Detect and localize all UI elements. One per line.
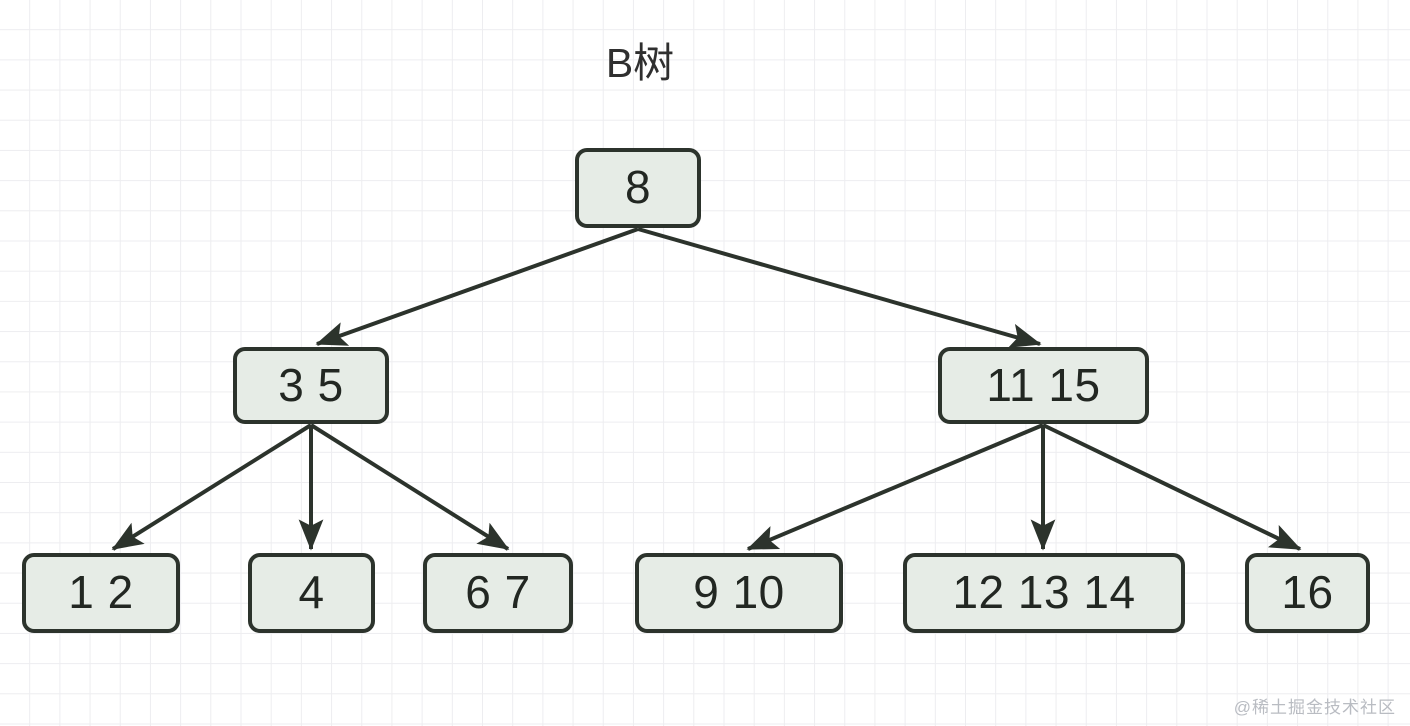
tree-node-leaf[interactable]: 1 2 (22, 553, 180, 633)
tree-node-internal[interactable]: 11 15 (938, 347, 1149, 424)
tree-node-keys: 4 (298, 566, 325, 618)
tree-node-keys: 12 13 14 (952, 566, 1136, 618)
tree-node-leaf[interactable]: 12 13 14 (903, 553, 1185, 633)
tree-node-leaf[interactable]: 9 10 (635, 553, 843, 633)
tree-node-keys: 1 2 (68, 566, 134, 618)
tree-edge (746, 423, 1044, 551)
tree-node-keys: 6 7 (465, 566, 531, 618)
tree-node-leaf[interactable]: 6 7 (423, 553, 573, 633)
tree-node-keys: 9 10 (693, 566, 785, 618)
tree-edge (111, 423, 313, 551)
tree-node-keys: 11 15 (986, 358, 1101, 411)
tree-edge (1042, 423, 1302, 551)
tree-node-keys: 3 5 (278, 358, 344, 411)
tree-node-keys: 8 (624, 161, 652, 213)
tree-node-keys: 16 (1281, 566, 1334, 618)
tree-node-leaf[interactable]: 16 (1245, 553, 1370, 633)
tree-node-root[interactable]: 8 (575, 148, 701, 228)
tree-edge (309, 423, 510, 551)
tree-node-leaf[interactable]: 4 (248, 553, 375, 633)
page-title: B树 (605, 40, 675, 86)
tree-edge (315, 227, 639, 346)
watermark: @稀土掘金技术社区 (1233, 698, 1396, 717)
tree-edge (637, 227, 1042, 348)
tree-node-internal[interactable]: 3 5 (233, 347, 389, 424)
